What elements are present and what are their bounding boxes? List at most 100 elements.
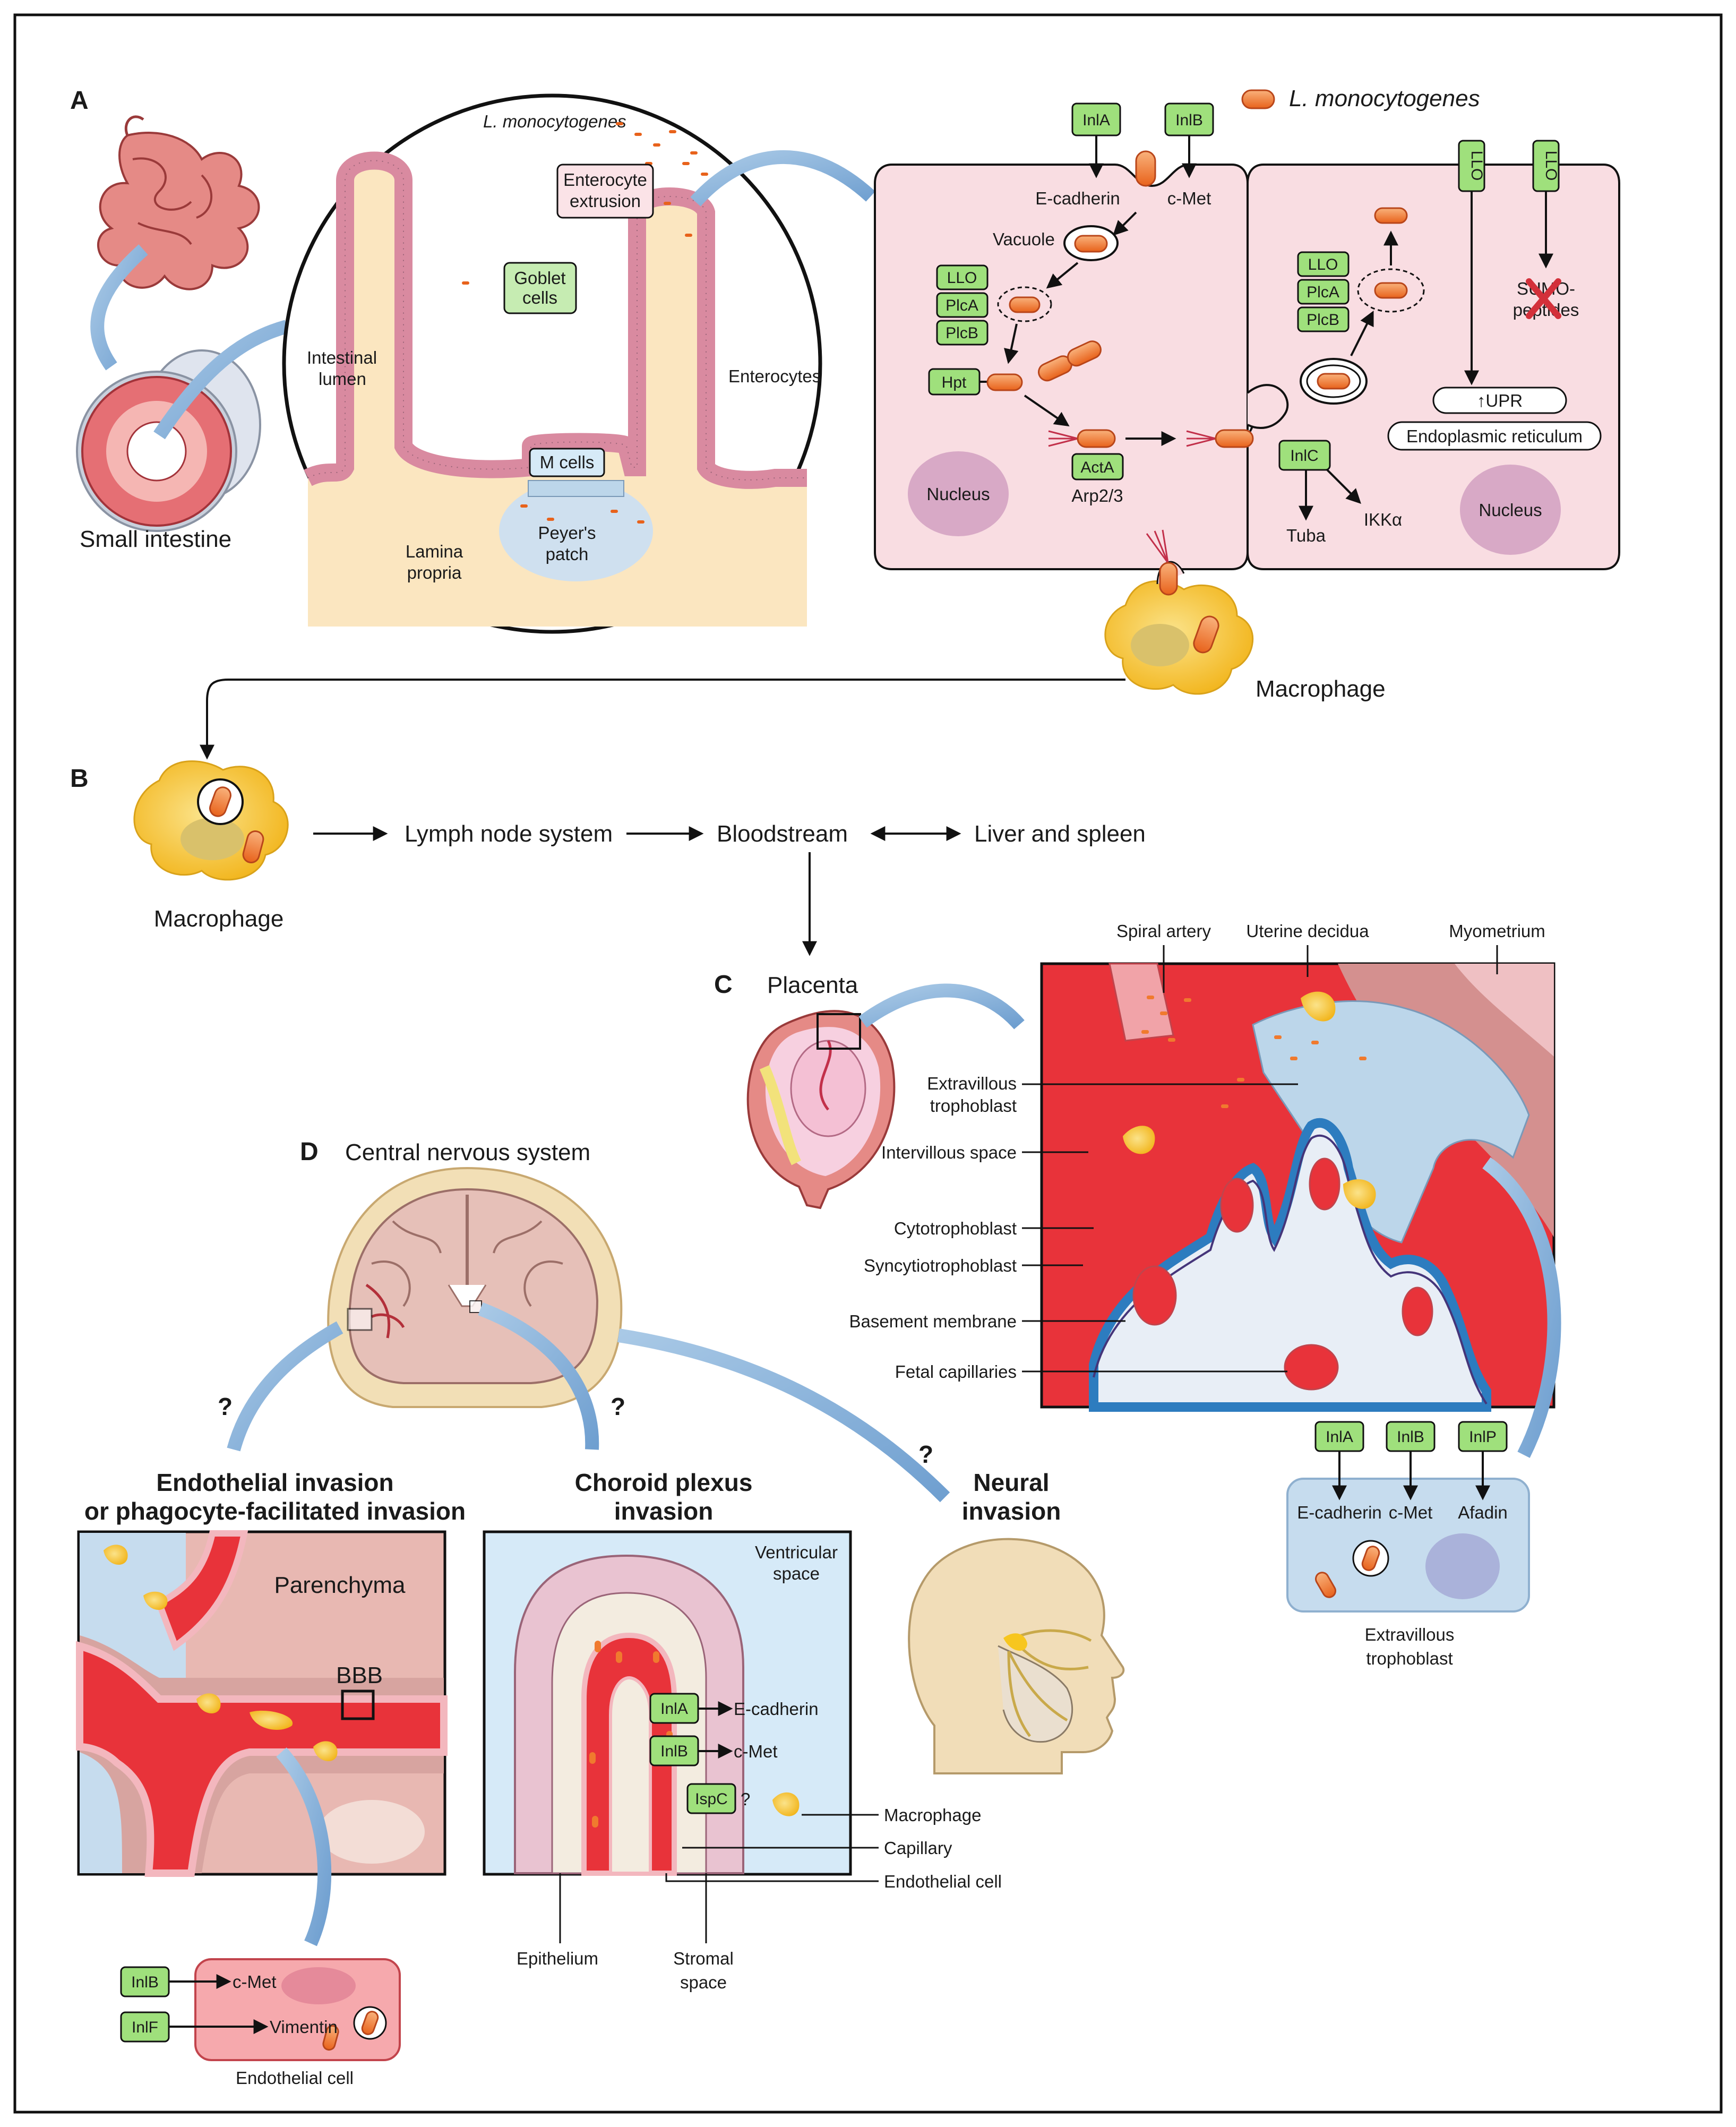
endothelial-cell-leader-d <box>665 1873 879 1882</box>
peyers-patch-label: Peyer's <box>538 523 596 543</box>
lysed-vacuole <box>997 286 1052 322</box>
released-bacterium <box>1374 207 1408 224</box>
intestinal-lumen-label: Intestinal <box>307 348 377 367</box>
macrophage-a <box>1104 580 1253 695</box>
basement-membrane-label: Basement membrane <box>849 1311 1017 1331</box>
bacteria-label-italic: L. monocytogenes <box>483 112 626 131</box>
arrow-placenta-zoom <box>858 983 1025 1030</box>
neural-invasion-title-2: invasion <box>962 1497 1061 1525</box>
peyers-patch-label-2: patch <box>546 544 589 564</box>
arrow-section-to-villi <box>153 320 289 440</box>
ventricular-space-label-2: space <box>773 1564 820 1583</box>
question-neural: ? <box>918 1440 933 1468</box>
question-choroid: ? <box>611 1393 625 1420</box>
llo-membrane-box-1: LLO <box>1458 140 1485 192</box>
double-vacuole-bacterium <box>1317 373 1351 390</box>
actin-comet-1 <box>1048 430 1078 447</box>
figure-border <box>13 13 1723 2114</box>
placenta-magnified-box <box>1040 962 1555 1412</box>
stromal-space-label: Stromal <box>673 1949 734 1968</box>
choroid-plexus-title: Choroid plexus <box>575 1469 753 1496</box>
bloodstream-label: Bloodstream <box>717 821 848 847</box>
villi-magnified-circle <box>282 93 822 634</box>
uterine-decidua-label: Uterine decidua <box>1246 921 1369 941</box>
arrow-brain-choroid <box>478 1302 599 1450</box>
inla-box-d: InlA <box>649 1693 699 1724</box>
endothelial-invasion-title-2: or phagocyte-facilitated invasion <box>84 1497 466 1525</box>
svg-text:Enterocyte: Enterocyte <box>563 170 647 190</box>
arrow-intestine-to-section <box>90 244 148 371</box>
cytotrophoblast-label: Cytotrophoblast <box>894 1219 1017 1238</box>
vacuole-bacterium <box>1074 235 1108 253</box>
acta-box-a: ActA <box>1071 453 1124 481</box>
vimentin-label-d: Vimentin <box>270 2017 338 2037</box>
hpt-box-a: Hpt <box>928 368 981 396</box>
bbb-box <box>76 1530 448 1877</box>
placenta-bacteria <box>1141 996 1367 1108</box>
capillary-label-d: Capillary <box>884 1838 952 1858</box>
svg-text:InlB: InlB <box>1175 112 1203 129</box>
inla-box-c: InlA <box>1314 1421 1364 1452</box>
svg-text:Endoplasmic reticulum: Endoplasmic reticulum <box>1406 426 1583 446</box>
actin-comet-2 <box>1186 430 1216 447</box>
ventricular-space-label: Ventricular <box>755 1542 838 1562</box>
llo-box-a2: LLO <box>1297 251 1350 277</box>
svg-text:InlB: InlB <box>660 1743 688 1760</box>
inla-box-a: InlA <box>1071 102 1121 136</box>
c-met-label-d: c-Met <box>734 1742 778 1761</box>
lysed-double-vacuole-bacterium <box>1374 282 1408 299</box>
lamina-propria-label-2: propria <box>407 563 462 582</box>
choroid-plexus-title-2: invasion <box>614 1497 714 1525</box>
brain-illustration <box>327 1167 623 1408</box>
svg-text:PlcB: PlcB <box>1307 311 1339 329</box>
cns-label: Central nervous system <box>345 1139 590 1165</box>
inlf-box-d: InlF <box>120 2011 170 2043</box>
svg-text:InlB: InlB <box>1397 1428 1424 1446</box>
fetal-capillaries-label: Fetal capillaries <box>895 1362 1017 1382</box>
arrow-brain-endothelial <box>227 1321 343 1452</box>
inlp-box-c: InlP <box>1458 1421 1508 1452</box>
endoplasmic-reticulum-box: Endoplasmic reticulum <box>1387 421 1602 451</box>
inlb-box-a: InlB <box>1164 102 1214 136</box>
nucleus-label-a2: Nucleus <box>1479 500 1542 520</box>
bacterium-legend-label: L. monocytogenes <box>1289 85 1480 112</box>
tuba-label: Tuba <box>1286 526 1326 545</box>
evt-caption: Extravillous <box>1365 1625 1455 1644</box>
c-met-label-d2: c-Met <box>233 1972 277 1992</box>
choroid-plexus-box <box>483 1530 852 1876</box>
myometrium-label: Myometrium <box>1449 921 1545 941</box>
svg-text:↑UPR: ↑UPR <box>1477 391 1523 410</box>
liver-spleen-label: Liver and spleen <box>974 821 1146 847</box>
arrow-cytosol <box>1004 323 1019 364</box>
svg-text:InlA: InlA <box>1326 1428 1353 1446</box>
intervillous-label: Intervillous space <box>881 1143 1017 1162</box>
plcb-box-a2: PlcB <box>1297 306 1350 332</box>
spiral-artery-label: Spiral artery <box>1116 921 1211 941</box>
svg-text:Goblet: Goblet <box>514 268 565 288</box>
svg-text:LLO: LLO <box>947 269 977 287</box>
lysed-vacuole-bacterium <box>1009 296 1041 313</box>
enterocyte-extrusion-label: Enterocyte extrusion <box>556 164 654 219</box>
svg-text:Hpt: Hpt <box>942 374 967 391</box>
bacterium-entering <box>1135 150 1156 187</box>
endothelial-invasion-title: Endothelial invasion <box>156 1469 393 1496</box>
bbb-label: BBB <box>336 1662 383 1688</box>
extravillous-label-2: trophoblast <box>930 1096 1017 1116</box>
arrow-bbb-endocell <box>276 1747 332 1946</box>
lysed-double-vacuole <box>1357 268 1425 313</box>
nucleus-label-a1: Nucleus <box>926 484 990 504</box>
question-endothelial: ? <box>218 1393 233 1420</box>
svg-text:LLO: LLO <box>1542 151 1560 181</box>
vacuole-label: Vacuole <box>993 229 1055 249</box>
inlb-box-d: InlB <box>649 1735 699 1766</box>
arrow-inlc-ikka <box>1326 469 1361 504</box>
upr-label-box: ↑UPR <box>1432 387 1567 414</box>
arrow-macrophage-to-b <box>200 679 1125 760</box>
svg-text:LLO: LLO <box>1308 256 1338 273</box>
head-illustration <box>908 1538 1125 1774</box>
llo-box-a: LLO <box>936 264 989 290</box>
svg-text:M cells: M cells <box>540 452 595 472</box>
plca-box-a: PlcA <box>936 292 989 318</box>
svg-text:PlcA: PlcA <box>1307 284 1339 301</box>
arrow-entry-vacuole <box>1113 211 1137 236</box>
